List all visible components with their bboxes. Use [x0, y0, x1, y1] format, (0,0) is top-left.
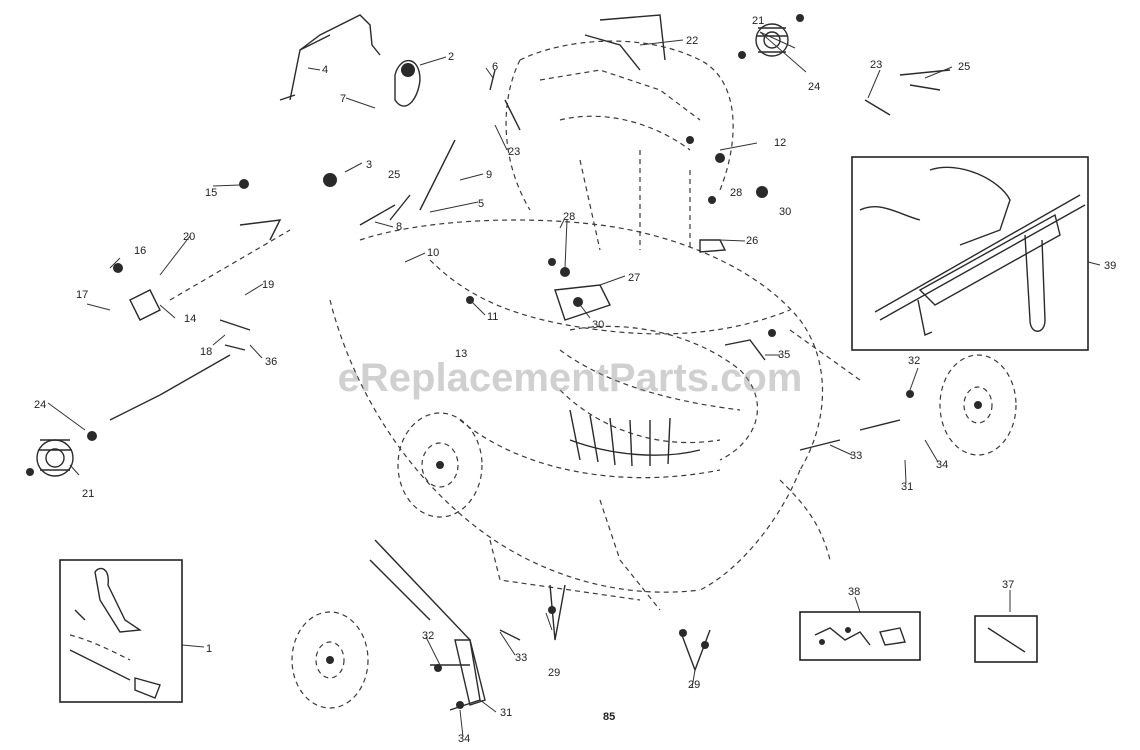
callout-10: 10 [427, 247, 439, 259]
callout-5: 5 [478, 198, 484, 210]
hardware [113, 59, 951, 709]
left-axle [109, 219, 291, 421]
blade-area [559, 325, 758, 467]
callout-4: 4 [322, 64, 328, 76]
callouts: 1 2 3 4 5 6 7 8 9 10 11 12 13 14 15 16 1… [34, 15, 1116, 745]
callout-15: 15 [205, 187, 217, 199]
callout-19: 19 [262, 279, 274, 291]
callout-14: 14 [184, 313, 196, 325]
callout-20: 20 [183, 231, 195, 243]
callout-32a: 32 [422, 630, 434, 642]
callout-36: 36 [265, 356, 277, 368]
callout-21b: 21 [752, 15, 764, 27]
callout-38: 38 [848, 586, 860, 598]
callout-22: 22 [686, 35, 698, 47]
callout-13: 13 [455, 348, 467, 360]
callout-24b: 24 [808, 81, 820, 93]
callout-16: 16 [134, 245, 146, 257]
springs [549, 584, 711, 672]
callout-18: 18 [200, 346, 212, 358]
right-wheel [939, 354, 1017, 456]
callout-30b: 30 [779, 206, 791, 218]
callout-25b: 25 [958, 61, 970, 73]
callout-27: 27 [628, 272, 640, 284]
callout-35: 35 [778, 349, 790, 361]
callout-21a: 21 [82, 488, 94, 500]
callout-26: 26 [746, 235, 758, 247]
inset-1 [59, 559, 183, 703]
callout-30a: 30 [592, 319, 604, 331]
front-left-wheel [397, 412, 483, 518]
callout-28a: 28 [563, 211, 575, 223]
callout-6: 6 [492, 61, 498, 73]
left-wheel-adjuster [26, 431, 97, 477]
callout-7: 7 [340, 93, 346, 105]
callout-39: 39 [1104, 260, 1116, 272]
callout-37: 37 [1002, 579, 1014, 591]
callout-28b: 28 [730, 187, 742, 199]
callout-11: 11 [487, 311, 498, 323]
leader-lines [47, 31, 1101, 738]
callout-33b: 33 [850, 450, 862, 462]
callout-29b: 29 [688, 679, 700, 691]
callout-1: 1 [206, 643, 212, 655]
callout-8: 8 [396, 221, 402, 233]
page-number: 85 [603, 711, 615, 723]
inset-38 [799, 611, 921, 661]
inset-39 [851, 156, 1089, 351]
callout-2: 2 [448, 51, 454, 63]
callout-33a: 33 [515, 652, 527, 664]
callout-12: 12 [774, 137, 786, 149]
callout-34b: 34 [936, 459, 948, 471]
callout-23a: 23 [508, 146, 520, 158]
callout-17: 17 [76, 289, 88, 301]
callout-3: 3 [366, 159, 372, 171]
callout-24a: 24 [34, 399, 46, 411]
callout-31a: 31 [500, 707, 512, 719]
callout-32b: 32 [908, 355, 920, 367]
inset-37 [974, 615, 1038, 663]
rear-left-wheel [291, 611, 369, 709]
handle-assembly [279, 14, 381, 101]
mower-deck [329, 219, 823, 611]
callout-9: 9 [486, 169, 492, 181]
rear-right-wheel-hint [779, 479, 831, 561]
callout-31b: 31 [901, 481, 913, 493]
rear-bracket [369, 539, 486, 711]
engine-housing [505, 14, 734, 251]
callout-29a: 29 [548, 667, 560, 679]
callout-23b: 23 [870, 59, 882, 71]
callout-34a: 34 [458, 733, 470, 745]
callout-25a: 25 [388, 169, 400, 181]
right-wheel-adjuster [738, 14, 804, 59]
